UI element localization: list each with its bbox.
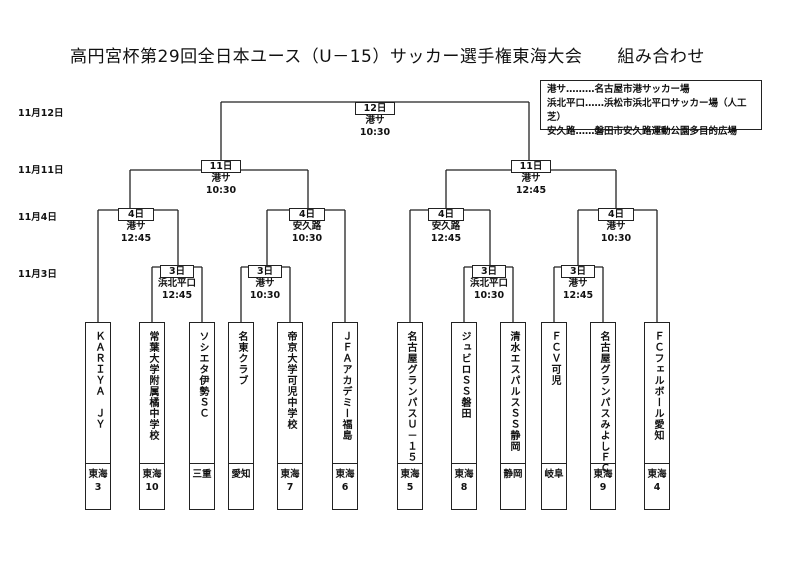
match-time: 10:30 (205, 185, 237, 196)
team-name: 名東クラブ (236, 331, 247, 386)
match-time: 10:30 (600, 233, 632, 244)
team-region: 東海8 (452, 463, 476, 511)
team-name: ＦＣＶ可児 (549, 331, 560, 386)
team-box: 帝京大学可児中学校 東海7 (277, 322, 303, 510)
match-venue: 安久路 (292, 221, 322, 232)
team-region: 東海6 (333, 463, 357, 511)
match-day-box: 12日 (355, 102, 395, 115)
team-box: ソシエタ伊勢ＳＣ 三重 (189, 322, 215, 510)
team-box: ジュビロＳＳ磐田 東海8 (451, 322, 477, 510)
team-name: ＦＣフェルボール愛知 (652, 331, 663, 441)
team-box: ＫＡＲＩＹＡ ＪＹ 東海3 (85, 322, 111, 510)
match-day-box: 4日 (598, 208, 634, 221)
match-day-box: 3日 (472, 265, 506, 278)
legend-line: 港サ………名古屋市港サッカー場 (547, 84, 690, 95)
match-day-box: 4日 (289, 208, 325, 221)
match-day-box: 3日 (248, 265, 282, 278)
team-region: 静岡 (501, 463, 525, 511)
venue-legend: 港サ………名古屋市港サッカー場 浜北平口……浜松市浜北平口サッカー場（人工芝） … (540, 80, 762, 137)
legend-line: 安久路……磐田市安久路運動公園多目的広場 (547, 126, 738, 137)
match-day-box: 4日 (428, 208, 464, 221)
match-time: 10:30 (359, 127, 391, 138)
date-label-semifinal: 11月11日 (18, 165, 64, 176)
team-name: 名古屋グランパスみよしＦＣ (598, 331, 609, 474)
team-region: 三重 (190, 463, 214, 511)
team-box: ＪＦＡアカデミー福島 東海6 (332, 322, 358, 510)
date-label-final: 11月12日 (18, 108, 64, 119)
match-day-box: 3日 (160, 265, 194, 278)
page-title: 高円宮杯第29回全日本ユース（U－15）サッカー選手権東海大会 組み合わせ (70, 47, 705, 67)
team-region: 愛知 (229, 463, 253, 511)
date-label-round1: 11月3日 (18, 269, 57, 280)
legend-line: 浜北平口……浜松市浜北平口サッカー場（人工芝） (547, 98, 747, 123)
team-region: 東海7 (278, 463, 302, 511)
date-label-quarterfinal: 11月4日 (18, 212, 57, 223)
team-box: 常葉大学附属橘中学校 東海10 (139, 322, 165, 510)
team-name: ＫＡＲＩＹＡ ＪＹ (93, 331, 104, 430)
match-time: 10:30 (291, 233, 323, 244)
team-region: 東海4 (645, 463, 669, 511)
team-region: 東海5 (398, 463, 422, 511)
team-region: 岐阜 (542, 463, 566, 511)
match-day-box: 11日 (511, 160, 551, 173)
match-venue: 港サ (365, 115, 385, 126)
team-name: 清水エスパルスＳＳ静岡 (508, 331, 519, 452)
team-box: 清水エスパルスＳＳ静岡 静岡 (500, 322, 526, 510)
match-time: 10:30 (249, 290, 281, 301)
match-venue: 港サ (126, 221, 146, 232)
match-time: 12:45 (120, 233, 152, 244)
match-time: 12:45 (161, 290, 193, 301)
team-name: 帝京大学可児中学校 (285, 331, 296, 430)
team-box: ＦＣＶ可児 岐阜 (541, 322, 567, 510)
team-name: 常葉大学附属橘中学校 (147, 331, 158, 441)
team-box: 名古屋グランパスみよしＦＣ 東海9 (590, 322, 616, 510)
team-region: 東海10 (140, 463, 164, 511)
match-venue: 浜北平口 (469, 278, 508, 289)
match-time: 12:45 (562, 290, 594, 301)
team-name: 名古屋グランパスＵ－１５ (405, 331, 416, 463)
match-venue: 港サ (255, 278, 275, 289)
team-name: ジュビロＳＳ磐田 (459, 331, 470, 419)
match-venue: 安久路 (431, 221, 461, 232)
match-venue: 港サ (568, 278, 588, 289)
match-time: 10:30 (473, 290, 505, 301)
match-venue: 港サ (521, 173, 541, 184)
match-venue: 港サ (606, 221, 626, 232)
match-day-box: 4日 (118, 208, 154, 221)
match-venue: 浜北平口 (157, 278, 196, 289)
match-time: 12:45 (430, 233, 462, 244)
match-time: 12:45 (515, 185, 547, 196)
team-name: ＪＦＡアカデミー福島 (340, 331, 351, 441)
team-box: 名古屋グランパスＵ－１５ 東海5 (397, 322, 423, 510)
match-day-box: 11日 (201, 160, 241, 173)
match-venue: 港サ (211, 173, 231, 184)
team-region: 東海9 (591, 463, 615, 511)
team-box: 名東クラブ 愛知 (228, 322, 254, 510)
team-box: ＦＣフェルボール愛知 東海4 (644, 322, 670, 510)
match-day-box: 3日 (561, 265, 595, 278)
team-region: 東海3 (86, 463, 110, 511)
team-name: ソシエタ伊勢ＳＣ (197, 331, 208, 419)
